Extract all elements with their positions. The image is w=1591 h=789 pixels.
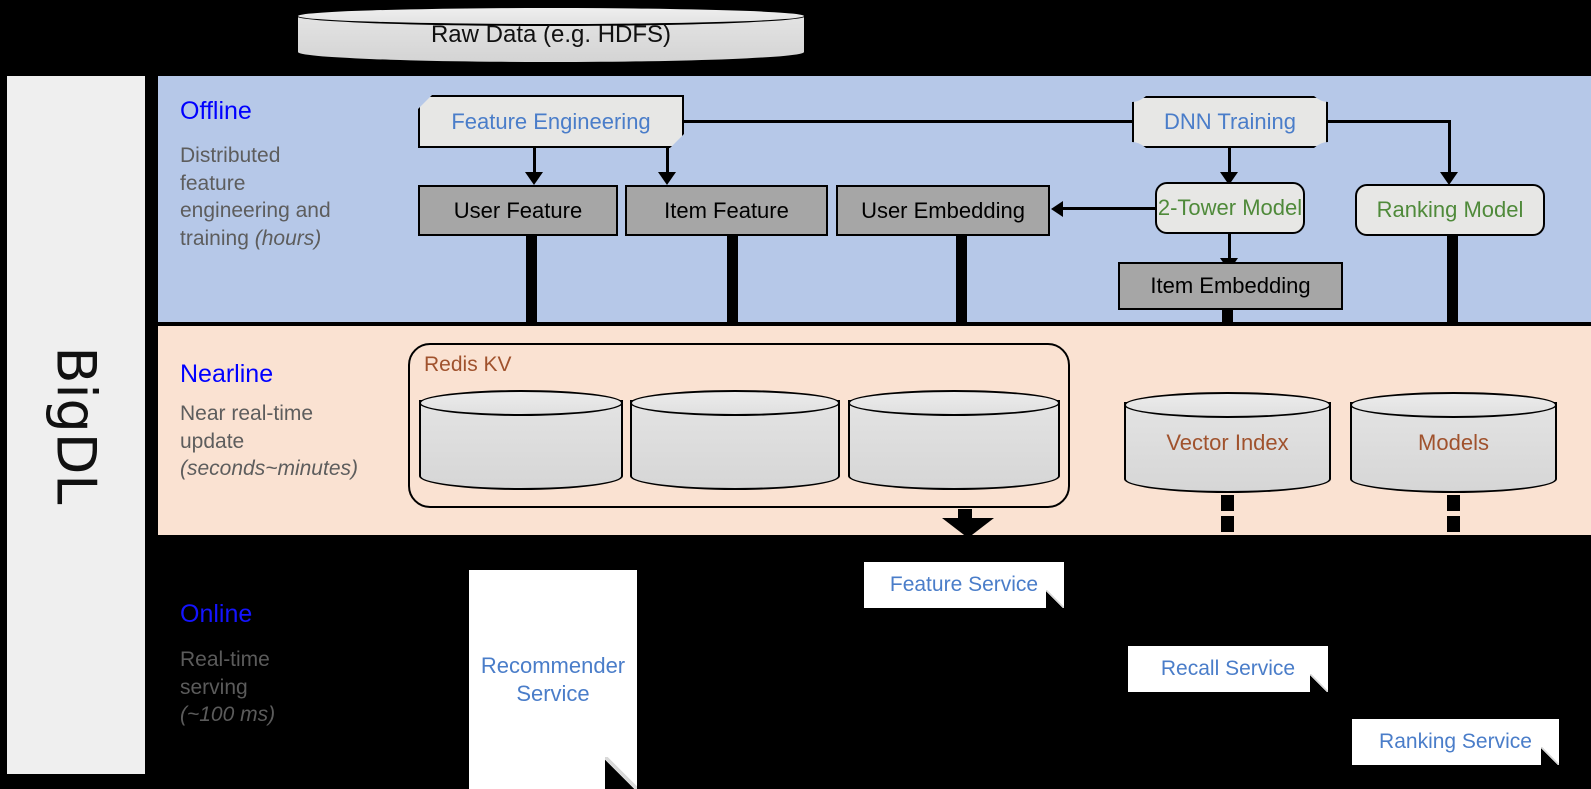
two-tower-model-node[interactable]: 2-Tower Model (1155, 182, 1305, 234)
dnn-training-label: DNN Training (1163, 109, 1297, 135)
recall-service-label: Recall Service (1160, 656, 1296, 680)
vector-index-stub-1 (1221, 495, 1234, 511)
raw-data-top (296, 6, 806, 26)
online-desc-em: (~100 ms) (180, 703, 276, 727)
ranking-service-label: Ranking Service (1379, 729, 1532, 753)
models-stub-1 (1447, 495, 1460, 511)
bigdl-rail: BigDL (7, 76, 145, 774)
twotower-to-itememb-line (1228, 234, 1231, 260)
kv-store-3-top (848, 390, 1060, 416)
offline-desc-l3: engineering and (180, 199, 331, 223)
online-desc-l1: Real-time (180, 648, 270, 671)
two-tower-model-label: 2-Tower Model (1157, 195, 1303, 221)
vector-index-store[interactable]: Vector Index (1124, 392, 1331, 493)
rankingmodel-pipe (1447, 236, 1458, 384)
kv-store-3[interactable] (848, 390, 1060, 490)
item-embedding-node[interactable]: Item Embedding (1118, 262, 1343, 310)
feature-service-fold-icon (1046, 590, 1064, 608)
nearline-title: Nearline (180, 360, 274, 388)
user-embedding-label: User Embedding (861, 197, 1025, 223)
redis-kv-label: Redis KV (424, 353, 512, 376)
offline-desc-l4: training (180, 227, 255, 251)
nearline-description: Near real-time update (seconds~minutes) (180, 400, 395, 483)
models-store[interactable]: Models (1350, 392, 1557, 493)
online-desc-l2: serving (180, 675, 248, 699)
userembedding-pipe (956, 236, 967, 384)
item-feature-node[interactable]: Item Feature (625, 185, 828, 236)
ranking-model-label: Ranking Model (1376, 197, 1524, 223)
nearline-desc-em: (seconds~minutes) (180, 457, 358, 481)
offline-title: Offline (180, 97, 252, 125)
offline-desc-em: (hours) (254, 227, 322, 251)
item-feature-label: Item Feature (664, 197, 789, 223)
item-embedding-label: Item Embedding (1150, 273, 1311, 299)
user-feature-label: User Feature (453, 197, 583, 223)
raw-data-cylinder: Raw Data (e.g. HDFS) (296, 6, 806, 64)
feature-engineering-label: Feature Engineering (451, 108, 651, 134)
fe-to-userfeature-line (533, 148, 536, 174)
nearline-desc-l2: update (180, 429, 245, 453)
offline-desc-l1: Distributed (180, 144, 281, 167)
online-description: Real-time serving (~100 ms) (180, 646, 395, 729)
fe-to-userfeature-arrow (525, 172, 543, 185)
dnn-training-node[interactable]: DNN Training (1132, 96, 1328, 148)
redis-to-featureservice-arrow (942, 518, 994, 538)
twotower-to-userembedding-line (1063, 207, 1157, 210)
online-title: Online (180, 600, 253, 628)
models-label: Models (1418, 429, 1489, 455)
kv-store-1[interactable] (419, 390, 623, 490)
nearline-desc-l1: Near real-time (180, 402, 314, 425)
ranking-service-node[interactable]: Ranking Service (1352, 719, 1559, 765)
twotower-to-userembedding-arrow (1051, 201, 1063, 217)
recommender-service-node[interactable]: Recommender Service (469, 570, 637, 789)
ranking-model-node[interactable]: Ranking Model (1355, 184, 1545, 236)
kv-store-1-top (419, 390, 623, 416)
userfeature-pipe (526, 236, 537, 384)
vector-index-label: Vector Index (1166, 429, 1289, 455)
recommender-service-label: Recommender Service (480, 653, 626, 706)
offline-desc-l2: feature (180, 171, 246, 195)
kv-store-2-top (630, 390, 840, 416)
offline-description: Distributed feature engineering and trai… (180, 142, 395, 253)
raw-to-fe-line (551, 62, 556, 78)
models-stub-2 (1447, 516, 1460, 532)
dnn-to-ranking-v (1448, 120, 1451, 174)
models-top (1350, 392, 1557, 418)
user-feature-node[interactable]: User Feature (418, 185, 618, 236)
dnn-to-ranking-arrow (1440, 172, 1458, 185)
feature-service-node[interactable]: Feature Service (864, 562, 1064, 608)
feature-engineering-node[interactable]: Feature Engineering (418, 95, 684, 148)
dnn-to-twotower-line (1228, 148, 1231, 174)
dnn-to-twotower-arrow (1220, 172, 1238, 185)
recommender-service-fold-icon (605, 757, 637, 789)
kv-store-2[interactable] (630, 390, 840, 490)
feature-service-label: Feature Service (889, 572, 1039, 596)
redis-kv-container (408, 343, 1070, 508)
recall-service-fold-icon (1310, 674, 1328, 692)
fe-to-itemfeature-arrow (658, 172, 676, 185)
itemfeature-pipe (727, 236, 738, 384)
vector-index-top (1124, 392, 1331, 418)
user-embedding-node[interactable]: User Embedding (836, 185, 1050, 236)
kv-store-2-body (630, 400, 840, 490)
dnn-to-ranking-h (1326, 120, 1451, 123)
ranking-service-fold-icon (1541, 747, 1559, 765)
fe-to-itemfeature-line (666, 148, 669, 174)
raw-data-label: Raw Data (e.g. HDFS) (430, 21, 672, 48)
bigdl-label-text: BigDL (44, 346, 108, 504)
vector-index-stub-2 (1221, 516, 1234, 532)
recall-service-node[interactable]: Recall Service (1128, 646, 1328, 692)
bigdl-rail-label: BigDL (7, 76, 145, 774)
fe-to-dnn-line (684, 120, 1156, 123)
